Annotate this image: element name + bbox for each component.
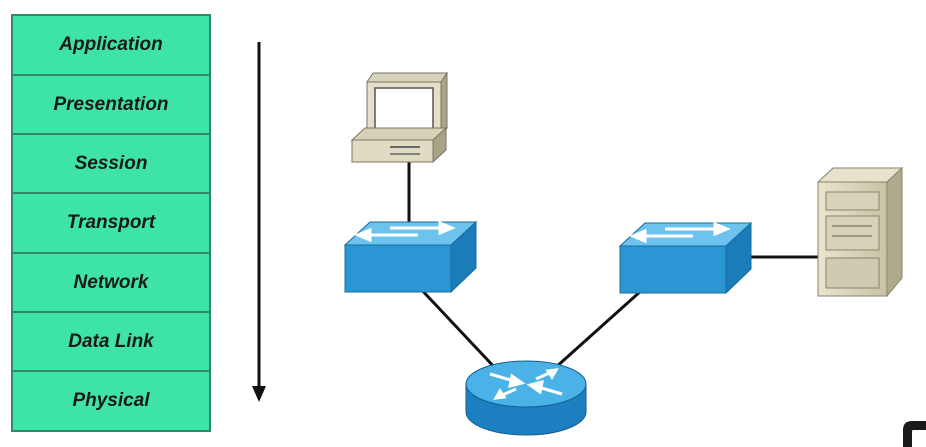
osi-layer-label: Data Link: [68, 330, 154, 352]
osi-layer-physical: Physical: [13, 372, 209, 430]
down-arrow-icon: [252, 42, 266, 402]
link-router-switch: [553, 288, 644, 370]
osi-layer-presentation: Presentation: [13, 76, 209, 135]
computer-icon: [350, 71, 448, 164]
network-links: [407, 162, 822, 372]
osi-layer-application: Application: [13, 16, 209, 76]
router-icon: [465, 360, 587, 436]
switch-icon: [618, 221, 753, 295]
osi-layer-label: Transport: [66, 212, 156, 233]
osi-layer-session: Session: [13, 135, 209, 194]
osi-layer-stack: Application Presentation Session Transpo…: [11, 14, 211, 432]
osi-layer-label: Application: [59, 34, 163, 55]
osi-layer-transport: Transport: [13, 194, 209, 254]
server-icon: [816, 166, 904, 298]
osi-layer-label: Physical: [72, 390, 150, 411]
cropped-glyph-shape: [903, 421, 926, 447]
osi-layer-label: Presentation: [53, 93, 169, 115]
osi-layer-network: Network: [13, 254, 209, 313]
switch-icon: [343, 220, 478, 294]
osi-layer-data-link: Data Link: [13, 313, 209, 372]
osi-layer-label: Network: [73, 271, 149, 293]
osi-layer-label: Session: [74, 152, 148, 174]
link-switch-router: [416, 284, 499, 372]
